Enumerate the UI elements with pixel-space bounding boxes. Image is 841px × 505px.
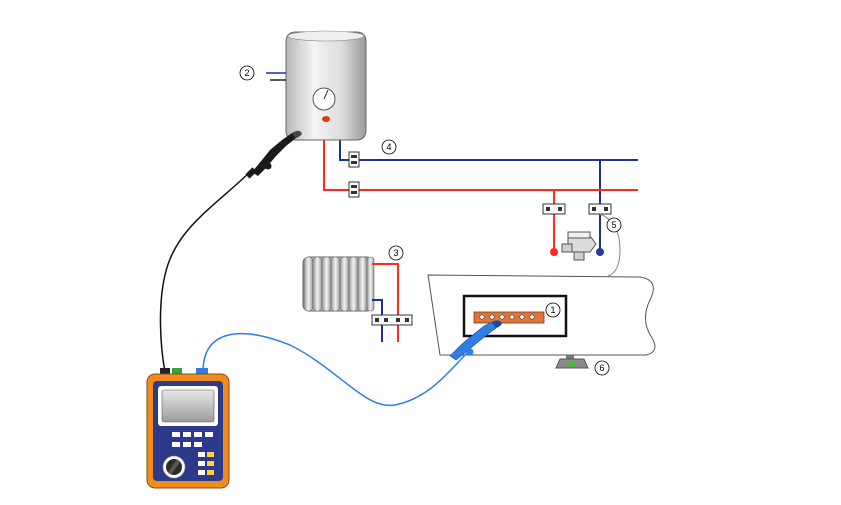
radiator-icon: [302, 256, 375, 312]
pipe-clamp-bond-left: [542, 203, 566, 215]
black-test-lead: [159, 171, 251, 373]
cold-water-pipe: [339, 138, 638, 252]
callout-label: 1: [550, 305, 555, 315]
callout-1: 1: [545, 302, 561, 318]
pipe-clamp-bond-right: [588, 203, 612, 215]
callout-label: 3: [393, 248, 398, 258]
earth-electrode-icon: [555, 355, 589, 369]
callout-5: 5: [606, 217, 622, 233]
callout-label: 2: [244, 68, 249, 78]
pipe-clamp-cold: [348, 151, 360, 168]
callout-3: 3: [388, 245, 404, 261]
callout-label: 5: [611, 220, 616, 230]
radiator-pipes: [372, 263, 399, 342]
water-heater-icon: [266, 30, 367, 141]
blue-test-lead: [202, 333, 469, 407]
current-clamp-icon: [245, 130, 302, 179]
clamp-earth-tester-icon: [146, 368, 230, 489]
callout-label: 4: [386, 142, 391, 152]
gas-meter-icon: [550, 213, 621, 277]
hot-water-pipe: [323, 140, 638, 252]
blue-current-clamp-icon: [449, 320, 502, 361]
pipe-clamp-radiator: [371, 314, 413, 326]
pipe-clamp-hot: [348, 181, 360, 198]
callout-6: 6: [594, 360, 610, 376]
callout-4: 4: [381, 139, 397, 155]
callout-label: 6: [599, 363, 604, 373]
callout-2: 2: [239, 65, 255, 81]
